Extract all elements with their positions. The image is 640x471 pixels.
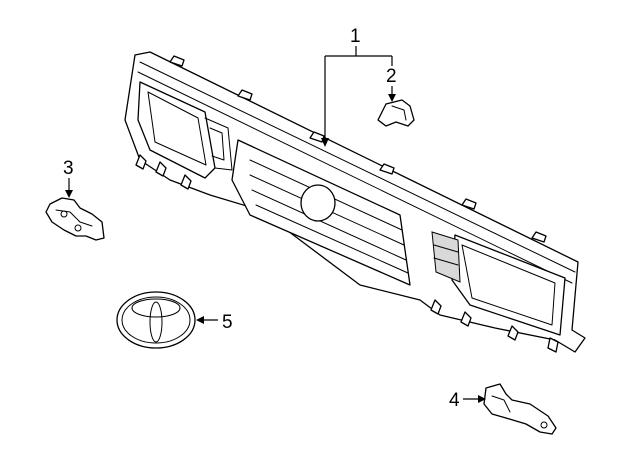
callout-label-3: 3 (63, 158, 74, 179)
callout-label-2: 2 (386, 66, 397, 87)
callout-label-4: 4 (449, 390, 460, 411)
grille-assembly[interactable] (124, 51, 586, 353)
callout-2: 2 (386, 66, 397, 102)
callout-1: 1 (321, 26, 393, 147)
callout-3: 3 (63, 158, 74, 198)
toyota-emblem[interactable] (116, 291, 196, 349)
callout-label-5: 5 (222, 312, 233, 333)
bracket-clip[interactable] (377, 99, 415, 127)
mounting-bracket[interactable] (483, 383, 557, 435)
callout-5: 5 (196, 312, 233, 333)
callout-label-1: 1 (350, 26, 361, 47)
retainer-clip[interactable] (45, 197, 105, 241)
callout-4: 4 (449, 390, 486, 411)
